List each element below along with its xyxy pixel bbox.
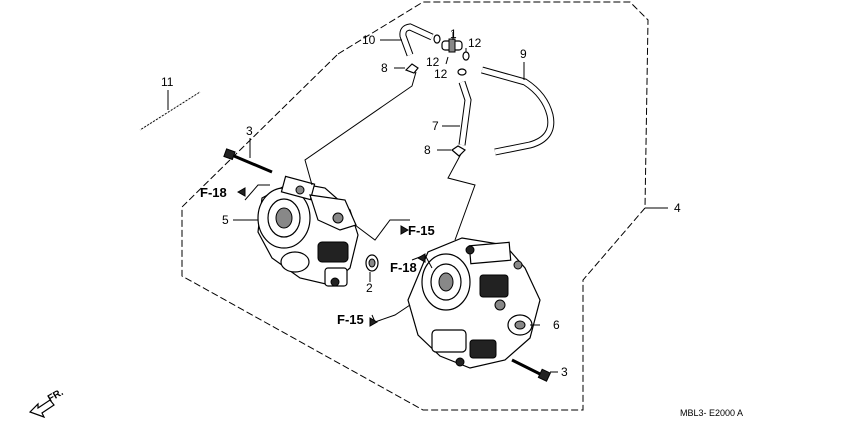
label-part-8-upper: 8 xyxy=(381,61,388,75)
front-direction-arrow xyxy=(28,399,55,419)
tube-part-7[interactable] xyxy=(458,80,472,146)
ref-f18-lower[interactable]: F-18 xyxy=(390,260,417,275)
label-part-3-lower: 3 xyxy=(561,365,568,379)
diagram-code: MBL3- E2000 A xyxy=(680,408,743,418)
clip-part-12-b[interactable] xyxy=(462,51,470,61)
front-label: FR. xyxy=(46,387,66,405)
label-part-4: 4 xyxy=(674,201,681,215)
hose-part-9[interactable] xyxy=(481,66,555,156)
label-part-2: 2 xyxy=(366,281,373,295)
label-part-12-c: 12 xyxy=(434,67,448,81)
ref-arrow-f15-upper xyxy=(400,225,410,235)
ref-arrow-f15-lower xyxy=(369,317,379,327)
label-part-10: 10 xyxy=(362,33,376,47)
ref-arrow-f18-lower xyxy=(416,253,426,263)
label-part-6: 6 xyxy=(553,318,560,332)
joint-part-1[interactable] xyxy=(441,38,463,53)
label-part-1: 1 xyxy=(450,27,457,41)
clip-part-12-c[interactable] xyxy=(457,68,467,76)
clip-part-8-lower[interactable] xyxy=(451,145,466,157)
tube-part-10[interactable] xyxy=(399,23,434,57)
ref-f15-lower[interactable]: F-15 xyxy=(337,312,364,327)
label-part-12-b: 12 xyxy=(468,36,482,50)
ref-f15-upper[interactable]: F-15 xyxy=(408,223,435,238)
label-part-11: 11 xyxy=(161,75,174,89)
ref-arrow-f18-upper xyxy=(236,187,246,197)
label-part-7: 7 xyxy=(432,119,439,133)
label-part-9: 9 xyxy=(520,47,527,61)
carburetor-left-part-5[interactable] xyxy=(257,175,359,287)
label-part-3-upper: 3 xyxy=(246,124,253,138)
spring-part-11[interactable] xyxy=(139,91,201,131)
label-part-12-a: 12 xyxy=(426,55,440,69)
clip-part-2[interactable] xyxy=(365,254,379,272)
ref-f18-upper[interactable]: F-18 xyxy=(200,185,227,200)
label-part-8-lower: 8 xyxy=(424,143,431,157)
clip-part-8-upper[interactable] xyxy=(404,63,419,74)
screw-part-3-lower[interactable] xyxy=(511,358,551,382)
screw-part-3-upper[interactable] xyxy=(223,148,273,174)
assembly-boundary xyxy=(181,1,649,411)
clip-part-12-a[interactable] xyxy=(433,34,441,44)
carburetor-right-part-6[interactable] xyxy=(407,237,541,369)
label-part-5: 5 xyxy=(222,213,229,227)
